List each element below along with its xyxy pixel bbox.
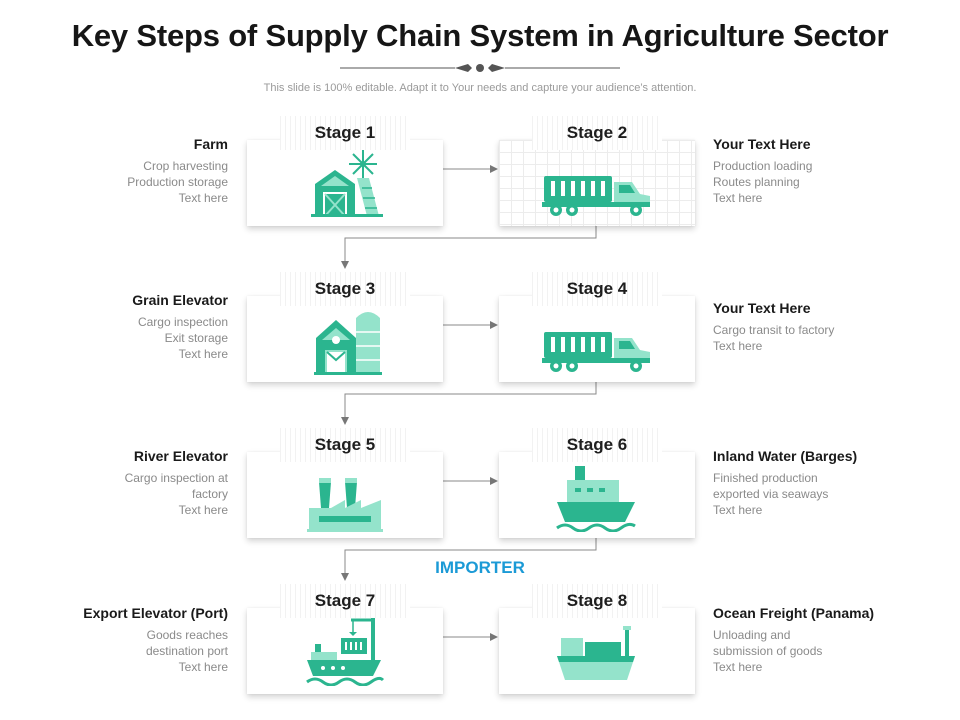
stage-8-line: Text here: [713, 660, 763, 674]
stage-2-line: Routes planning: [713, 175, 800, 189]
stage-4-line: Cargo transit to factory: [713, 323, 835, 337]
page-title: Key Steps of Supply Chain System in Agri…: [71, 18, 889, 53]
stage-3-label: Stage 3: [280, 272, 410, 306]
barn-windmill-icon: [311, 150, 383, 217]
stage-6-line: Finished production: [713, 471, 818, 485]
stage-1-label: Stage 1: [280, 116, 410, 150]
stage-8-heading: Ocean Freight (Panama): [713, 605, 875, 621]
stage-6-heading: Inland Water (Barges): [713, 448, 858, 464]
stage-8-line: Unloading and: [713, 628, 791, 642]
stage-7-line: Text here: [178, 660, 228, 674]
stage-3-line: Cargo inspection: [137, 315, 228, 329]
stage-8-line: submission of goods: [713, 644, 823, 658]
page-subtitle: This slide is 100% editable. Adapt it to…: [263, 82, 697, 94]
stage-5-description: River Elevator Cargo inspection at facto…: [28, 448, 228, 518]
importer-label: IMPORTER: [435, 558, 525, 577]
stage-3-line: Exit storage: [164, 331, 228, 345]
stage-7-line: Goods reaches: [146, 628, 228, 642]
arrow-stage2-stage3: [341, 226, 597, 269]
stage-2-line: Text here: [713, 191, 763, 205]
stage-4-description: Your Text Here Cargo transit to factory …: [713, 300, 913, 354]
stage-6-label: Stage 6: [532, 428, 662, 462]
stage-6-line: exported via seaways: [713, 487, 829, 501]
stage-5-line: factory: [191, 487, 228, 501]
stage-2-line: Production loading: [713, 159, 813, 173]
cargo-ship-crane-icon: [306, 618, 385, 686]
stage-2-label: Stage 2: [532, 116, 662, 150]
arrow-stage6-stage7: [341, 538, 597, 581]
stage-1-line: Crop harvesting: [143, 159, 228, 173]
arrow-stage4-stage5: [341, 382, 597, 425]
stage-2-heading: Your Text Here: [713, 136, 811, 152]
freight-barge-icon: [557, 626, 635, 680]
stage-4-label: Stage 4: [532, 272, 662, 306]
stage-7-label: Stage 7: [280, 584, 410, 618]
barn-silo-icon: [314, 312, 382, 375]
stage-5-line: Text here: [178, 503, 228, 517]
stage-3-line: Text here: [178, 347, 228, 361]
stage-5-heading: River Elevator: [133, 448, 228, 464]
stage-7-line: destination port: [145, 644, 228, 658]
stage-4-heading: Your Text Here: [713, 300, 811, 316]
stage-7-heading: Export Elevator (Port): [83, 605, 228, 621]
stage-1-heading: Farm: [193, 136, 228, 152]
stage-1-description: Farm Crop harvesting Production storage …: [28, 136, 228, 206]
stage-5-line: Cargo inspection at: [124, 471, 228, 485]
dump-truck-icon: [542, 176, 650, 216]
factory-icon: [307, 478, 383, 532]
title-divider: [340, 64, 620, 72]
stage-7-description: Export Elevator (Port) Goods reaches des…: [28, 605, 228, 675]
stage-5-label: Stage 5: [280, 428, 410, 462]
stage-3-description: Grain Elevator Cargo inspection Exit sto…: [28, 292, 228, 362]
stage-8-label: Stage 8: [532, 584, 662, 618]
stage-1-line: Text here: [178, 191, 228, 205]
stage-6-description: Inland Water (Barges) Finished productio…: [713, 448, 913, 518]
stage-8-description: Ocean Freight (Panama) Unloading and sub…: [713, 605, 913, 675]
stage-6-line: Text here: [713, 503, 763, 517]
stage-1-line: Production storage: [127, 175, 228, 189]
stage-4-line: Text here: [713, 339, 763, 353]
ship-icon: [556, 466, 636, 532]
stage-3-heading: Grain Elevator: [132, 292, 228, 308]
stage-2-description: Your Text Here Production loading Routes…: [713, 136, 913, 206]
dump-truck-icon: [542, 332, 650, 372]
